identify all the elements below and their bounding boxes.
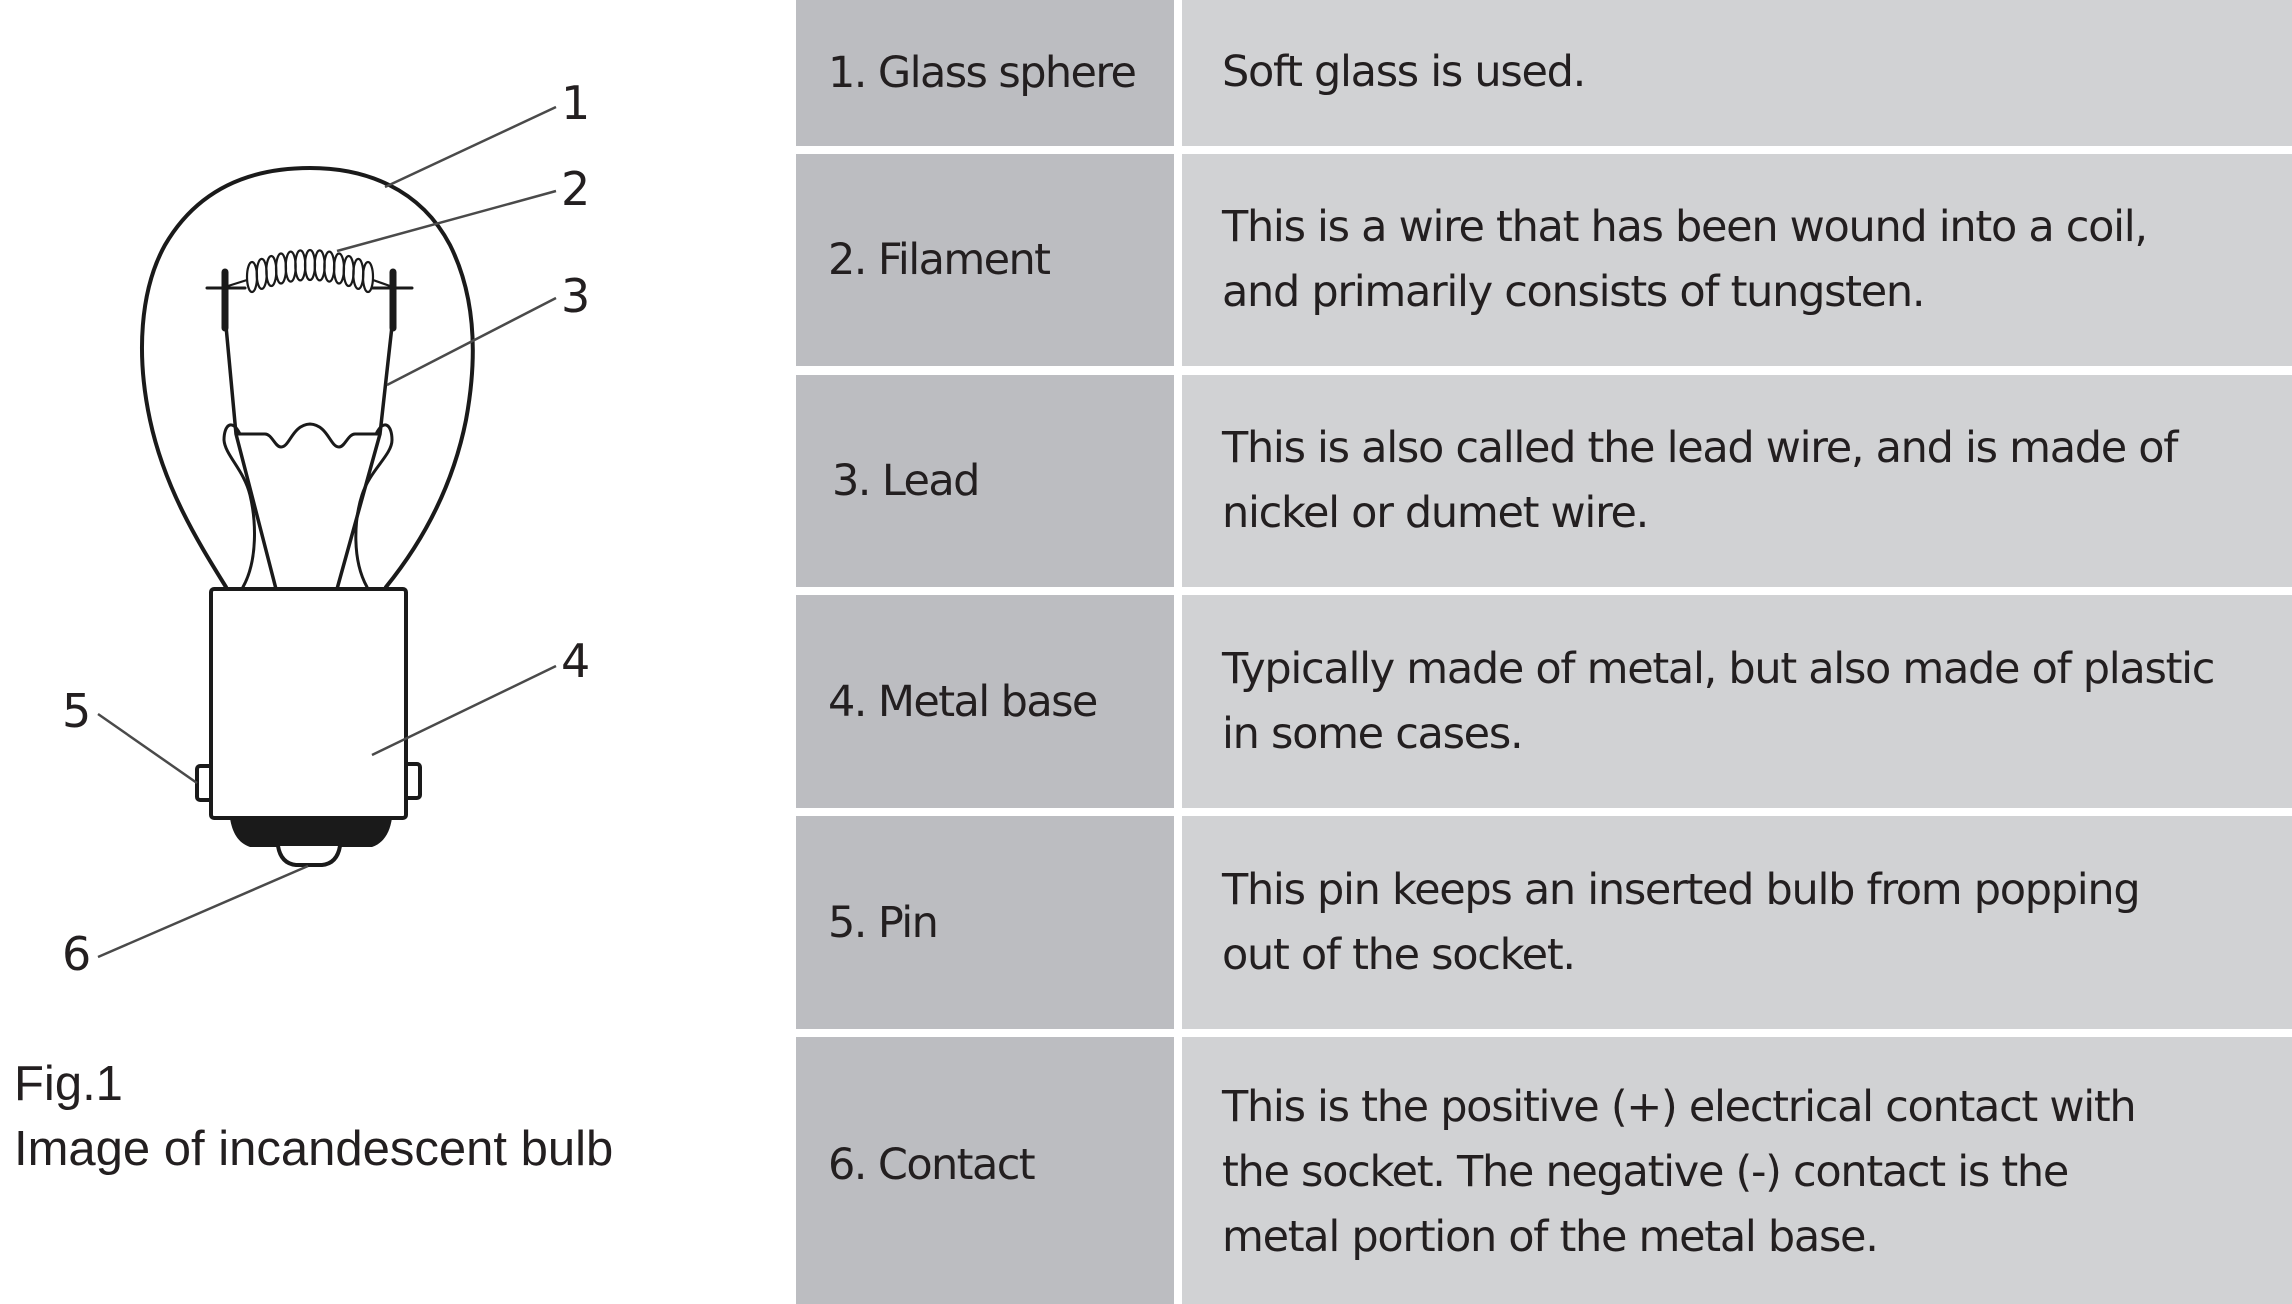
stem-press-top (234, 422, 380, 449)
part-description-cell: Typically made of metal, but also made o… (1182, 595, 2292, 808)
callout-6: 6 (62, 927, 91, 981)
coil-end-right (372, 278, 391, 288)
callout-4: 4 (561, 634, 590, 688)
description-line: This pin keeps an inserted bulb from pop… (1222, 864, 2141, 915)
description-line: This is a wire that has been wound into … (1222, 202, 2148, 252)
lead-wire-left (224, 324, 278, 591)
part-name-cell: 1. Glass sphere (796, 0, 1174, 146)
description-line: This is the positive (+) electrical cont… (1222, 1082, 2137, 1132)
callout-5: 5 (62, 684, 91, 738)
coil-loop (352, 257, 365, 290)
table-row: 4. Metal base Typically made of metal, b… (796, 595, 2292, 808)
figure-number: Fig.1 (14, 1057, 123, 1111)
coil-end-left (227, 278, 248, 288)
part-name-cell: 4. Metal base (796, 595, 1174, 808)
bulb-figure: 1 2 3 4 5 6 Fig.1 Image of incandescent … (0, 0, 780, 1304)
leader-line-6 (97, 864, 309, 959)
callout-2: 2 (561, 162, 590, 216)
part-name-cell: 2. Filament (796, 154, 1174, 366)
coil-loop (284, 250, 297, 283)
leader-line-4 (371, 664, 557, 757)
coil-loop (313, 249, 326, 282)
bulb-diagram: 1 2 3 4 5 6 (62, 76, 590, 981)
table-row: 3. Lead This is also called the lead wir… (796, 375, 2292, 587)
parts-table: 1. Glass sphere Soft glass is used. 2. F… (796, 0, 2292, 1304)
metal-base (209, 587, 408, 820)
table-row: 1. Glass sphere Soft glass is used. (796, 0, 2292, 146)
table-row: 2. Filament This is a wire that has been… (796, 154, 2292, 366)
part-name-cell: 5. Pin (796, 816, 1174, 1029)
description-line: nickel or dumet wire. (1222, 488, 1649, 538)
description-line: and primarily consists of tungsten. (1222, 267, 1926, 317)
part-description-cell: This is also called the lead wire, and i… (1182, 375, 2292, 587)
description-line: out of the socket. (1222, 929, 1576, 980)
stem-flare-left (222, 423, 256, 589)
lead-wire-right (335, 324, 394, 591)
leader-line-5 (97, 712, 198, 785)
part-name-cell: 3. Lead (796, 375, 1174, 587)
stem-flare-right (354, 423, 394, 589)
coil-loop (274, 252, 288, 285)
leader-line-1 (384, 105, 557, 189)
filament-coil (227, 248, 391, 294)
table-row: 6. Contact This is the positive (+) elec… (796, 1037, 2292, 1304)
description-line: the socket. The negative (-) contact is … (1222, 1147, 2069, 1197)
part-description-cell: Soft glass is used. (1182, 0, 2292, 146)
description-line: in some cases. (1222, 708, 1524, 759)
contact-insulator (230, 818, 392, 847)
coil-loop (342, 254, 355, 288)
part-description-cell: This pin keeps an inserted bulb from pop… (1182, 816, 2292, 1029)
contact-tip (276, 845, 342, 867)
part-name-cell: 6. Contact (796, 1037, 1174, 1304)
coil-loop (323, 250, 336, 283)
description-line: This is also called the lead wire, and i… (1222, 423, 2178, 473)
glass-sphere-outline (140, 166, 475, 589)
coil-loop (255, 257, 268, 290)
description-line: metal portion of the metal base. (1222, 1212, 1879, 1262)
leader-line-2 (336, 189, 557, 253)
coil-loop (361, 260, 375, 294)
callout-3: 3 (561, 269, 590, 323)
coil-loop (294, 249, 307, 282)
table-row: 5. Pin This pin keeps an inserted bulb f… (796, 816, 2292, 1029)
coil-loop (265, 254, 278, 288)
part-description-cell: This is a wire that has been wound into … (1182, 154, 2292, 366)
leader-line-3 (386, 296, 557, 387)
coil-loop (303, 248, 317, 282)
callout-1: 1 (561, 76, 590, 130)
part-description-cell: This is the positive (+) electrical cont… (1182, 1037, 2292, 1304)
coil-loop (245, 260, 259, 294)
description-line: Typically made of metal, but also made o… (1222, 643, 2215, 694)
figure-caption: Image of incandescent bulb (14, 1122, 614, 1176)
description-line: Soft glass is used. (1222, 47, 1586, 97)
coil-loop (332, 252, 346, 285)
